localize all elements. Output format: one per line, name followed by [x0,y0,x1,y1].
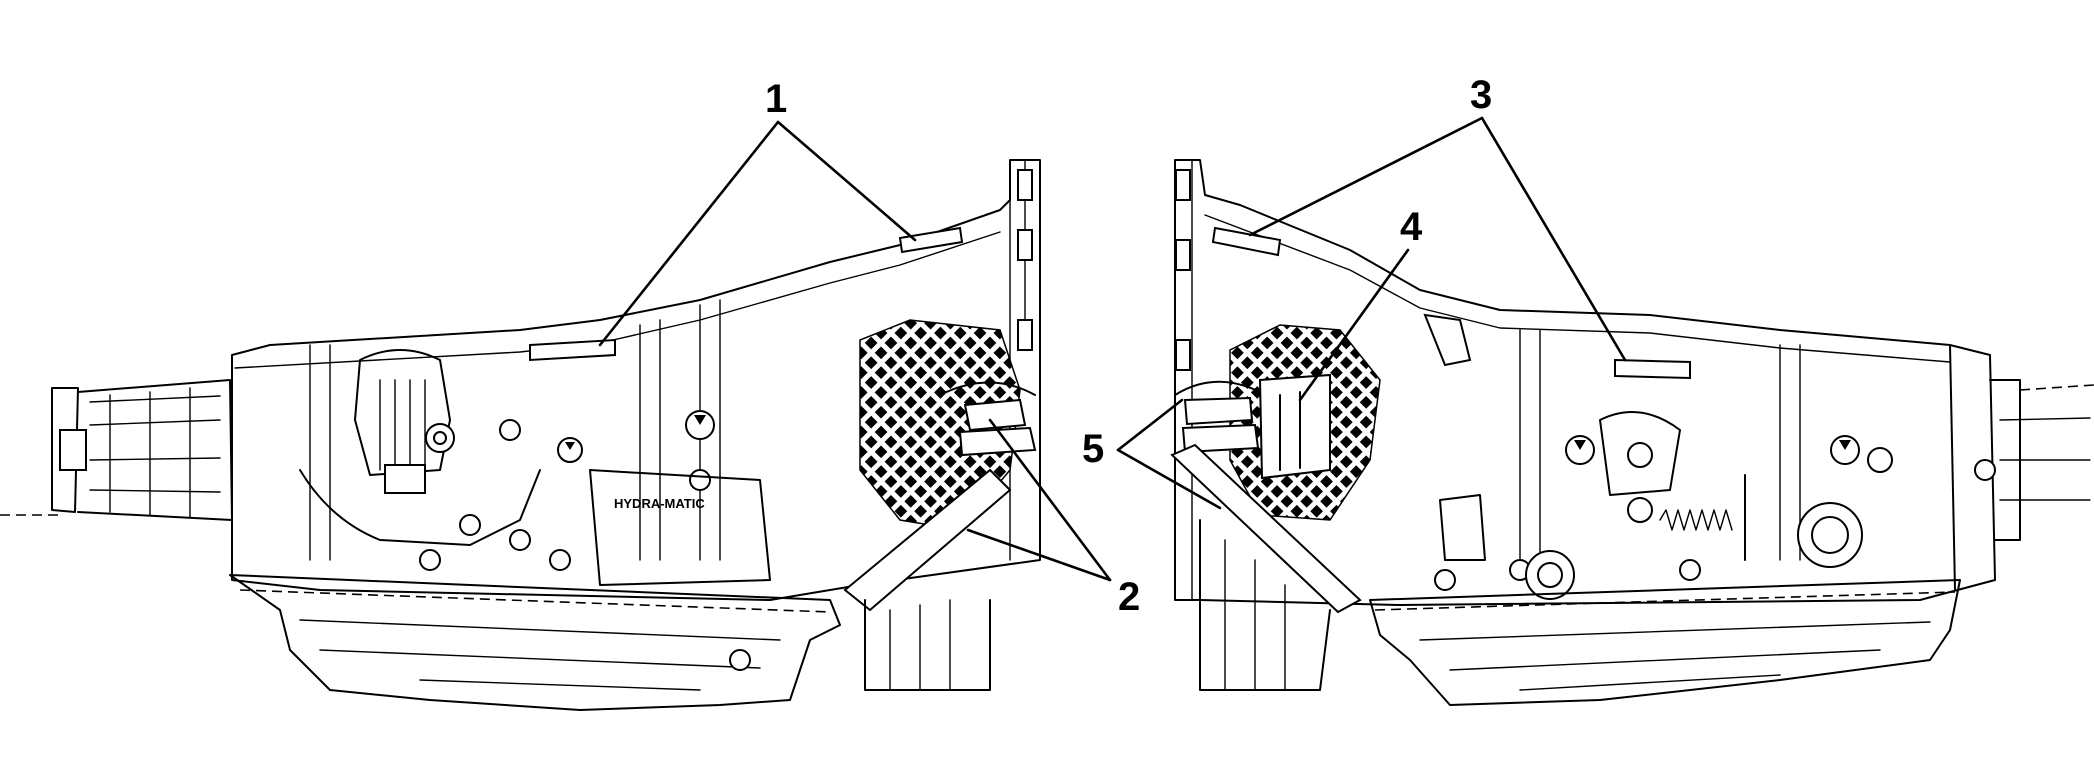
left-output-shaft [0,379,233,521]
left-oil-pan [229,574,841,711]
left-case-bolts [419,410,715,571]
right-filter-seal [1183,396,1254,426]
callout-4: 4 [1298,205,1423,402]
callout-label-1: 1 [765,77,787,121]
callout-label-5: 5 [1082,427,1104,471]
callout-5: 5 [1082,398,1222,510]
callout-3: 3 [1248,73,1627,362]
right-filter-tube [1170,443,1362,614]
right-vent-slot-rear [1614,358,1691,380]
right-vent-slot-front [1211,226,1282,257]
left-filter-tube [843,468,1012,612]
left-filter-seal [963,398,1027,432]
callout-label-4: 4 [1400,205,1423,249]
right-inner-plate [1258,373,1331,480]
right-transmission-view [1170,159,2094,706]
callout-label-2: 2 [1118,575,1140,619]
left-transmission-view: HYDRA-MATIC [0,159,1041,711]
right-oil-pan [1369,579,1961,706]
right-servo-cover [1797,502,1863,568]
callout-1: 1 [598,77,917,347]
case-marking-text: HYDRA-MATIC [614,496,705,511]
left-vent-slot-rear [529,338,616,362]
callout-2: 2 [966,418,1140,619]
left-vent-slot-front [898,226,964,254]
right-case-bolts [1434,435,1996,591]
callout-label-3: 3 [1470,73,1492,117]
